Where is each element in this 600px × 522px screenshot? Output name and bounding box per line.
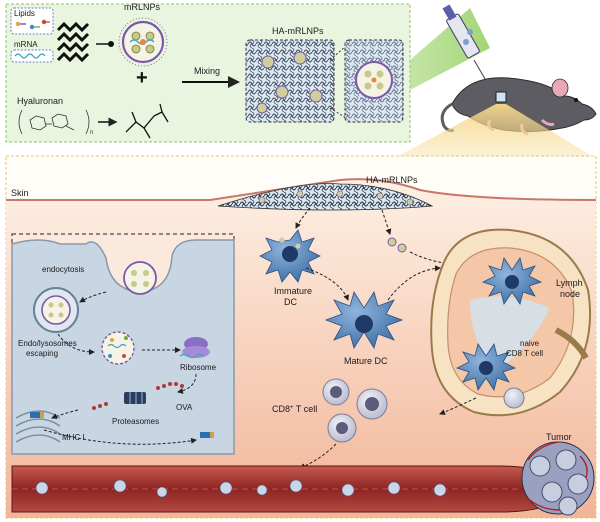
tumor	[521, 441, 595, 516]
endocytosis-label: endocytosis	[42, 265, 84, 274]
crosslinked-ha	[125, 103, 169, 139]
immature-dc-label-2: DC	[284, 297, 297, 307]
ha-mrlnps-label: HA-mRLNPs	[272, 26, 324, 36]
yellow-beam	[398, 104, 592, 156]
naive-label-1: naive	[520, 339, 540, 348]
depot-label: HA-mRLNPs	[366, 175, 418, 185]
lipids-label: Lipids	[14, 9, 35, 18]
mhc-complex	[30, 412, 44, 418]
surface-mhc	[200, 432, 214, 438]
ova-label: OVA	[176, 403, 193, 412]
plus-sign: +	[136, 67, 148, 89]
mrlnp-particle	[118, 17, 168, 67]
lipid-mrna-complex	[56, 21, 114, 63]
immature-dc-label-1: Immature	[274, 286, 312, 296]
lymph-label-2: node	[560, 289, 580, 299]
hyaluronan-label: Hyaluronan	[17, 96, 63, 106]
proteasomes-label: Proteasomes	[112, 417, 159, 426]
released-mrna	[101, 331, 135, 365]
ribosome-icon	[179, 337, 210, 359]
skin-label: Skin	[11, 188, 29, 198]
ribosome-label: Ribosome	[180, 363, 217, 372]
proteasome-icon	[124, 392, 146, 404]
lymph-dc-2	[455, 343, 517, 391]
mrna-label: mRNA	[14, 40, 38, 49]
mixing-label: Mixing	[194, 66, 220, 76]
cd8-label: CD8+ T cell	[272, 404, 317, 414]
cd8-tcells	[322, 378, 388, 443]
ha-mrlnps-gel	[245, 39, 404, 123]
immature-dc	[259, 229, 321, 283]
mature-dc-label: Mature DC	[344, 356, 388, 366]
naive-label-2: CD8 T cell	[506, 349, 543, 358]
lymph-dc	[481, 257, 543, 305]
endocytosis-vesicle	[123, 261, 157, 295]
mrlnps-label: mRLNPs	[124, 2, 161, 12]
escape-label-2: escaping	[26, 349, 58, 358]
blood-vessel	[11, 465, 561, 513]
lymph-label-1: Lymph	[556, 278, 583, 288]
green-beam	[410, 8, 490, 90]
svg-text:n: n	[90, 130, 93, 136]
naive-tcell	[503, 387, 525, 409]
ha-depot	[217, 183, 434, 211]
escape-label-1: Endo/lysosomes	[18, 339, 77, 348]
ova-peptides	[156, 382, 184, 390]
drifting-particles	[387, 237, 407, 253]
mature-dc	[324, 291, 404, 349]
tumor-label: Tumor	[546, 432, 572, 442]
hyaluronan-structure: n	[18, 109, 93, 136]
endosome	[33, 287, 79, 333]
legend-box: Lipids mRNA	[10, 7, 54, 63]
peptide-fragments	[92, 402, 108, 410]
